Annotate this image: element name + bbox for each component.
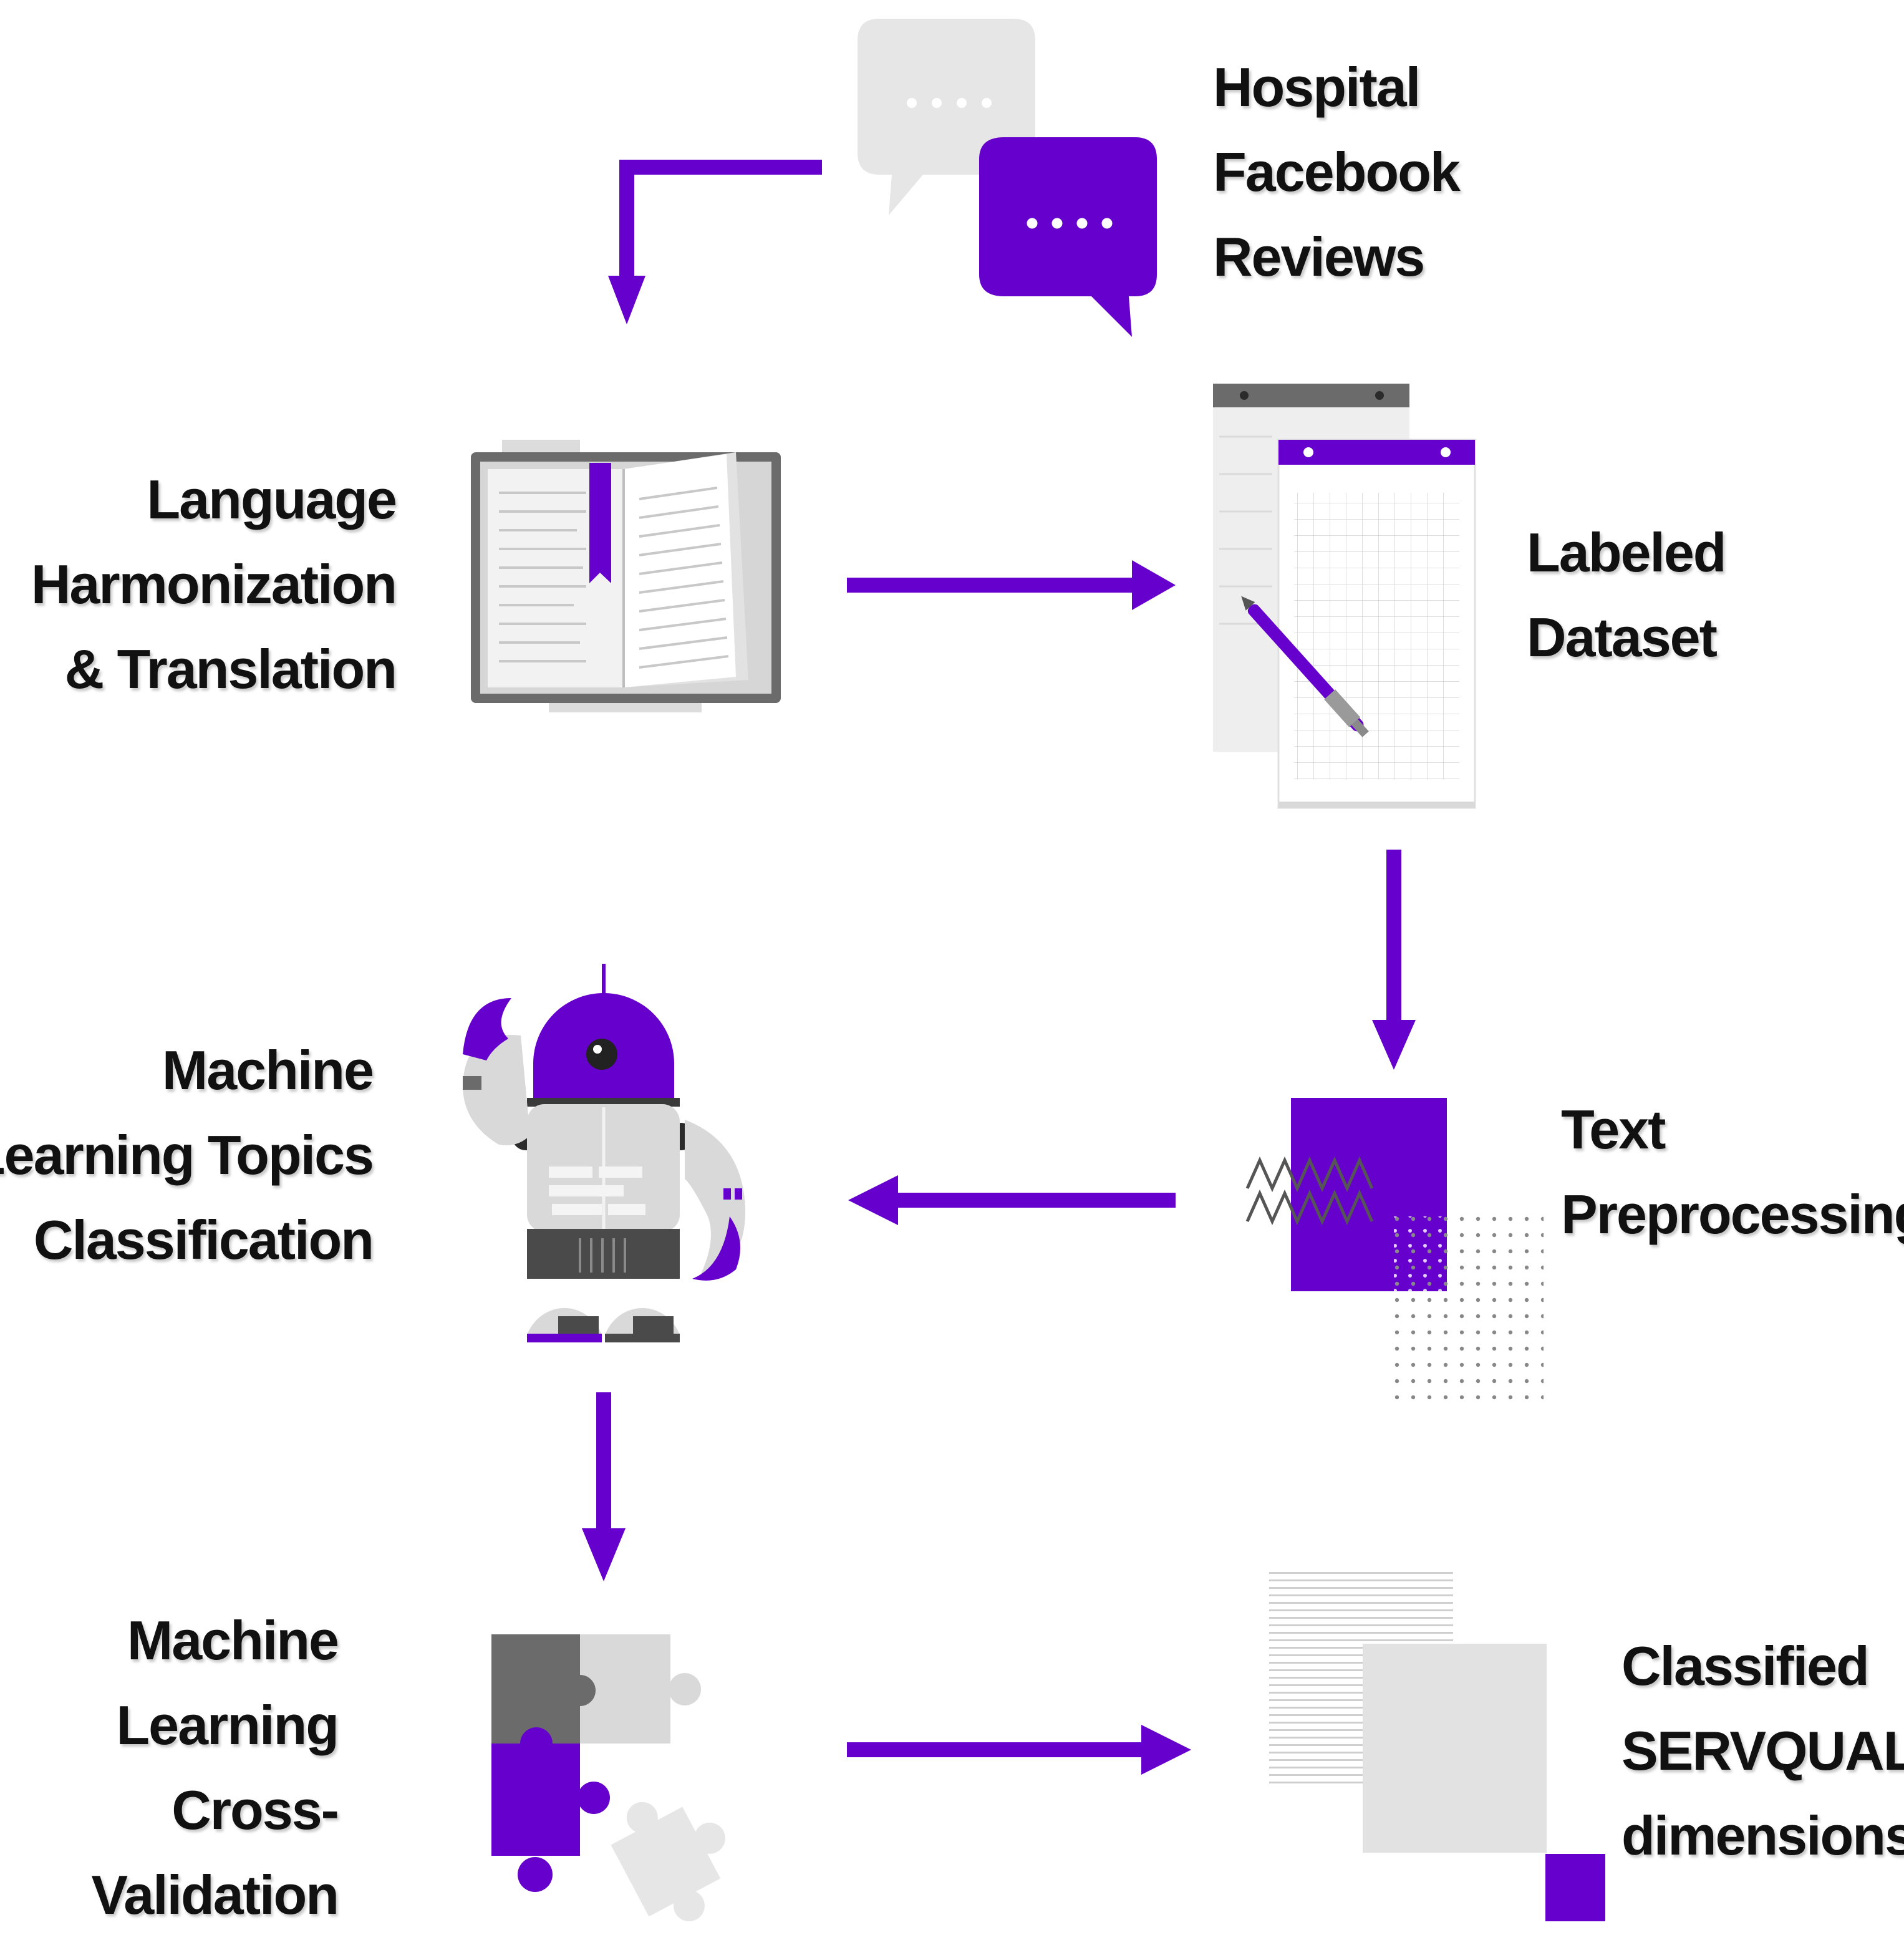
label-text-preprocessing: Text Preprocessing xyxy=(1561,1087,1904,1257)
label-line: Classified xyxy=(1621,1635,1870,1697)
arrow-down-icon xyxy=(582,1392,626,1581)
label-line: Learning xyxy=(116,1694,339,1756)
label-line: Harmonization xyxy=(31,553,397,615)
robot-icon xyxy=(463,964,746,1342)
label-line: Dataset xyxy=(1527,606,1718,668)
label-line: Classification xyxy=(33,1209,374,1271)
label-line: Machine xyxy=(162,1039,374,1101)
label-line: Reviews xyxy=(1213,226,1425,288)
open-book-icon xyxy=(471,440,781,712)
label-line: Learning Topics xyxy=(0,1124,374,1186)
arrow-down-icon xyxy=(1372,850,1416,1070)
label-line: Machine xyxy=(127,1609,339,1671)
abstract-shapes-icon xyxy=(1245,1098,1544,1407)
label-line: Text xyxy=(1561,1099,1666,1160)
label-hospital-facebook-reviews: Hospital Facebook Reviews xyxy=(1213,45,1461,299)
notepad-pen-icon xyxy=(1213,384,1476,809)
label-line: Labeled xyxy=(1527,521,1727,583)
chat-bubbles-icon xyxy=(858,19,1157,337)
label-line: Preprocessing xyxy=(1561,1183,1904,1245)
arrow-right-icon xyxy=(847,1725,1191,1775)
label-ml-cross-validation: Machine Learning Cross- Validation xyxy=(91,1598,339,1938)
puzzle-icon xyxy=(491,1634,725,1922)
label-classified-servqual: Classified SERVQUAL dimensions xyxy=(1621,1624,1904,1878)
overlapping-squares-icon xyxy=(1269,1572,1605,1921)
label-line: & Translation xyxy=(64,638,397,700)
label-language-harmonization: Language Harmonization & Translation xyxy=(31,457,397,712)
label-line: SERVQUAL xyxy=(1621,1720,1904,1782)
arrow-left-icon xyxy=(848,1175,1176,1225)
label-labeled-dataset: Labeled Dataset xyxy=(1527,510,1727,680)
label-line: Hospital xyxy=(1213,56,1421,118)
label-line: Language xyxy=(147,468,397,530)
label-line: Facebook xyxy=(1213,141,1461,203)
label-line: Cross- xyxy=(172,1779,339,1841)
arrow-right-icon xyxy=(847,560,1176,610)
label-line: dimensions xyxy=(1621,1805,1904,1866)
arrow-elbow-down-icon xyxy=(608,160,822,324)
label-ml-topics-classification: Machine Learning Topics Classification xyxy=(0,1028,374,1283)
label-line: Validation xyxy=(91,1864,339,1926)
